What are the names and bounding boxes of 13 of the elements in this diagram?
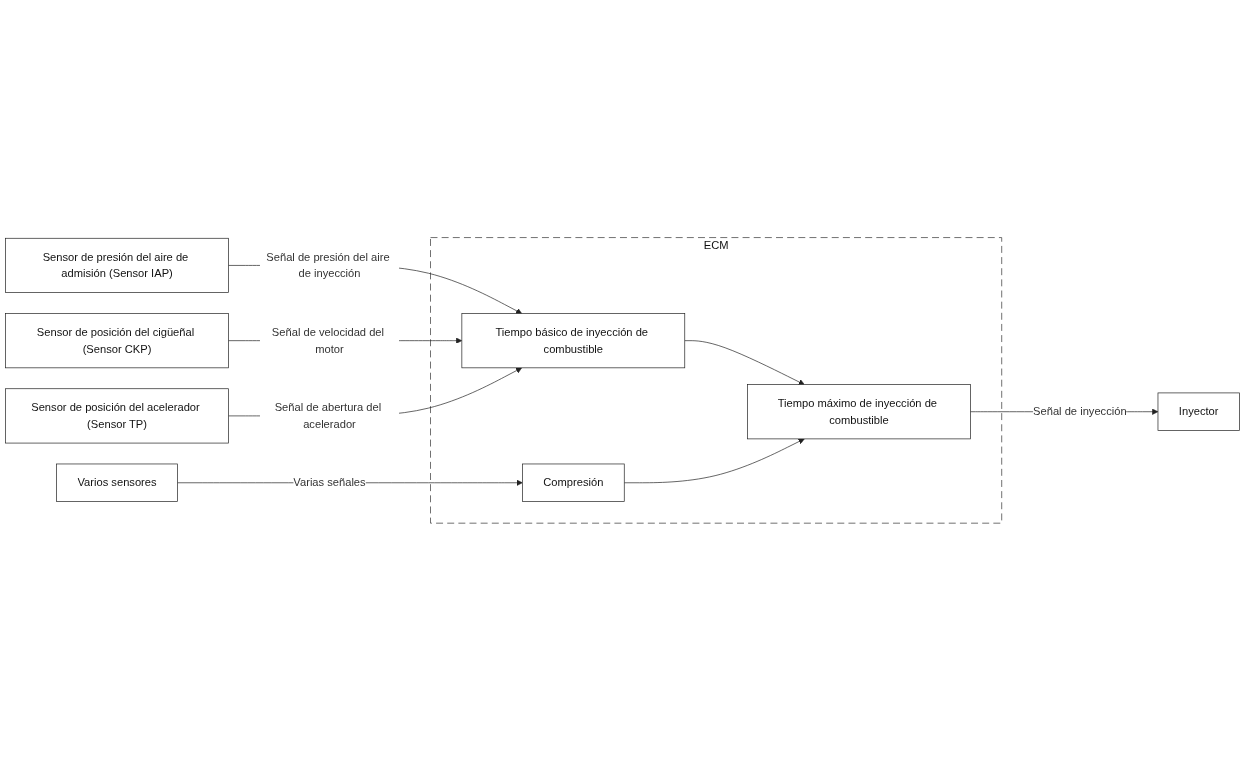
node-box: Compresión <box>522 463 625 502</box>
edge-label: Señal de presión del aire de inyección <box>266 250 390 279</box>
node-box: Sensor de posición del cigüeñal (Sensor CKP) <box>5 312 229 368</box>
node-box: Varios sensores <box>56 463 178 502</box>
edge-label: Señal de abertura del acelerador <box>274 400 382 430</box>
edge-label: Señal de inyección <box>1033 405 1127 417</box>
node-box: Sensor de posición del acelerador (Sensor TP) <box>5 388 229 444</box>
node-box: Inyector <box>1157 392 1240 431</box>
node-box: Sensor de presión del aire de admisión (Sensor IAP) <box>5 237 229 293</box>
edge-label: Señal de velocidad del motor <box>271 325 385 355</box>
node-box: Tiempo básico de inyección de combustible <box>461 312 686 368</box>
node-box: Tiempo máximo de inyección de combustible <box>747 383 971 439</box>
edge-label: Varias señales <box>293 476 366 488</box>
